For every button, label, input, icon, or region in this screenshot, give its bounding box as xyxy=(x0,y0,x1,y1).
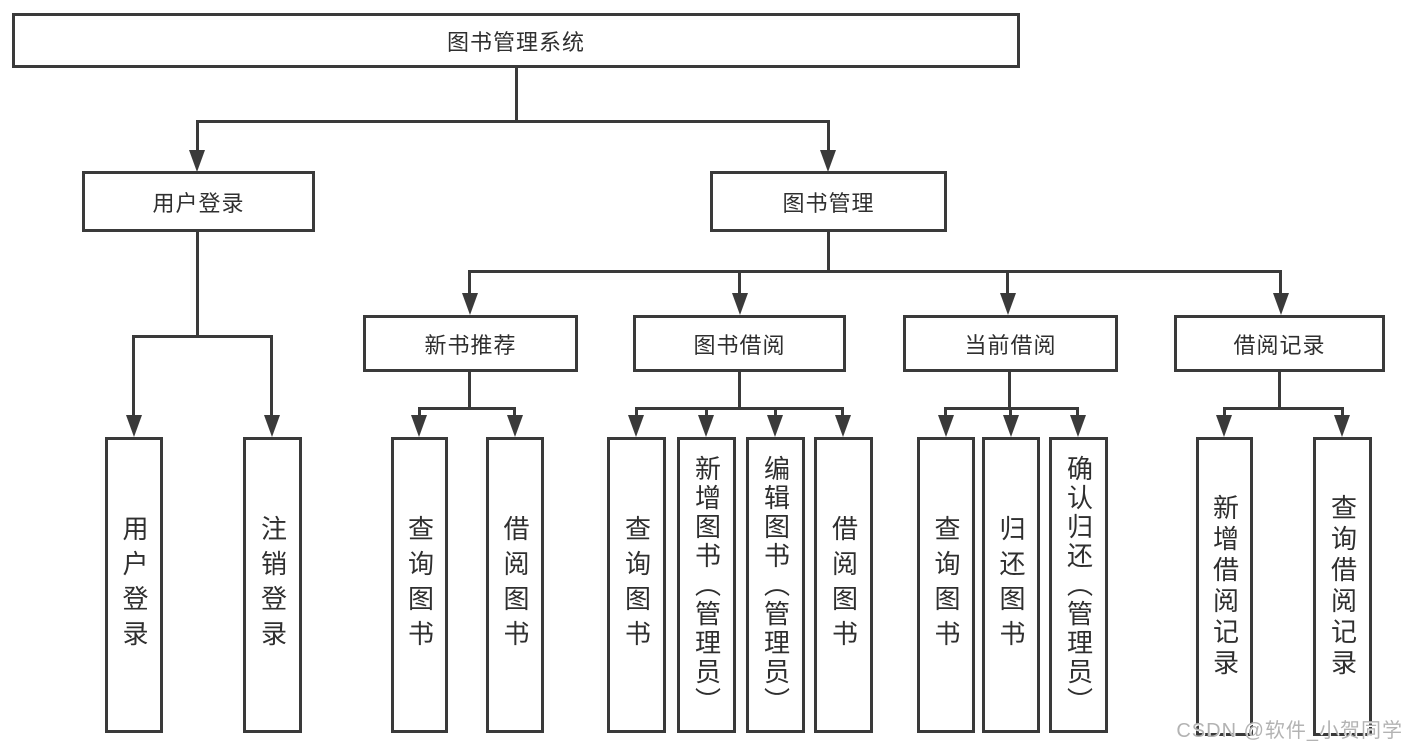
connector-drop xyxy=(705,407,708,417)
connector-drop xyxy=(738,270,741,294)
connector-user-login-stub xyxy=(196,232,199,335)
leaf-query-books-borrowing: 查询图书 xyxy=(607,437,666,733)
connector-drop xyxy=(1279,270,1282,294)
node-label: 查询图书 xyxy=(404,515,435,655)
node-label: 归还图书 xyxy=(996,515,1026,655)
leaf-borrow-books-recommend: 借阅图书 xyxy=(486,437,544,733)
connector-rail xyxy=(636,407,844,410)
node-label: 注销登录 xyxy=(257,515,288,655)
node-borrowing-records: 借阅记录 xyxy=(1174,315,1385,372)
leaf-query-books-current: 查询图书 xyxy=(917,437,975,733)
arrow-down-icon xyxy=(1273,293,1289,315)
connector-stub xyxy=(1278,372,1281,407)
csdn-watermark: CSDN @软件_小贺同学 xyxy=(1176,720,1403,742)
node-label: 借阅图书 xyxy=(500,515,530,655)
connector-drop xyxy=(418,407,421,417)
leaf-confirm-return-admin: 确认归还（管理员） xyxy=(1049,437,1108,733)
node-label: 图书借阅 xyxy=(693,332,786,358)
connector-drop xyxy=(513,407,516,417)
connector-stub xyxy=(1008,372,1011,407)
arrow-down-icon xyxy=(1216,415,1232,437)
arrow-down-icon xyxy=(462,293,478,315)
connector-drop xyxy=(1009,407,1012,417)
node-label: 查询图书 xyxy=(931,515,961,655)
leaf-return-books: 归还图书 xyxy=(982,437,1040,733)
node-label: 新书推荐 xyxy=(424,332,517,358)
connector-book-mgmt-stub xyxy=(827,232,830,270)
arrow-down-icon xyxy=(938,415,954,437)
arrow-down-icon xyxy=(1003,415,1019,437)
node-label: 用户登录 xyxy=(119,515,149,655)
connector-drop xyxy=(132,335,135,415)
connector-drop xyxy=(774,407,777,417)
connector-drop xyxy=(635,407,638,417)
arrow-down-icon xyxy=(126,415,142,437)
connector-root-stub xyxy=(515,68,518,120)
node-label: 确认归还（管理员） xyxy=(1063,454,1094,716)
arrow-down-icon xyxy=(698,415,714,437)
node-label: 编辑图书（管理员） xyxy=(760,454,791,716)
node-label: 借阅记录 xyxy=(1233,332,1326,358)
node-new-book-recommend: 新书推荐 xyxy=(363,315,578,372)
node-user-login: 用户登录 xyxy=(82,171,315,232)
arrow-down-icon xyxy=(628,415,644,437)
node-label: 图书管理 xyxy=(782,190,875,216)
arrow-down-icon xyxy=(767,415,783,437)
connector-stub xyxy=(468,372,471,407)
node-library-management-system: 图书管理系统 xyxy=(12,13,1020,68)
node-label: 用户登录 xyxy=(152,190,245,216)
arrow-down-icon xyxy=(1334,415,1350,437)
connector-drop xyxy=(827,120,830,151)
arrow-down-icon xyxy=(820,150,836,172)
connector-drop xyxy=(270,335,273,415)
leaf-logout: 注销登录 xyxy=(243,437,302,733)
connector-drop xyxy=(841,407,844,417)
leaf-query-books-recommend: 查询图书 xyxy=(391,437,448,733)
leaf-add-borrow-record: 新增借阅记录 xyxy=(1196,437,1253,736)
node-label: 当前借阅 xyxy=(964,332,1057,358)
leaf-query-borrow-record: 查询借阅记录 xyxy=(1313,437,1372,736)
node-current-borrowing: 当前借阅 xyxy=(903,315,1118,372)
leaf-borrow-books: 借阅图书 xyxy=(814,437,873,733)
node-label: 新增借阅记录 xyxy=(1209,493,1240,680)
connector-drop xyxy=(944,407,947,417)
connector-drop xyxy=(1076,407,1079,417)
node-label: 查询借阅记录 xyxy=(1327,493,1358,680)
connector-rail xyxy=(946,407,1078,410)
node-book-management: 图书管理 xyxy=(710,171,947,232)
connector-drop xyxy=(1341,407,1344,417)
connector-level2-rail xyxy=(197,120,829,123)
connector-rail xyxy=(1224,407,1342,410)
node-label: 借阅图书 xyxy=(828,515,859,655)
connector-user-login-rail xyxy=(134,335,272,338)
connector-stub xyxy=(738,372,741,407)
arrow-down-icon xyxy=(1070,415,1086,437)
arrow-down-icon xyxy=(507,415,523,437)
node-label: 图书管理系统 xyxy=(446,29,585,55)
node-label: 新增图书（管理员） xyxy=(691,454,722,716)
connector-drop xyxy=(196,120,199,151)
connector-drop xyxy=(1223,407,1226,417)
leaf-user-login: 用户登录 xyxy=(105,437,163,733)
arrow-down-icon xyxy=(264,415,280,437)
leaf-add-books-admin: 新增图书（管理员） xyxy=(677,437,736,733)
arrow-down-icon xyxy=(732,293,748,315)
leaf-edit-books-admin: 编辑图书（管理员） xyxy=(746,437,805,733)
arrow-down-icon xyxy=(411,415,427,437)
node-book-borrowing: 图书借阅 xyxy=(633,315,846,372)
connector-level3-rail xyxy=(470,270,1281,273)
connector-drop xyxy=(468,270,471,294)
connector-drop xyxy=(1006,270,1009,294)
connector-rail xyxy=(419,407,515,410)
node-label: 查询图书 xyxy=(621,515,652,655)
arrow-down-icon xyxy=(1000,293,1016,315)
arrow-down-icon xyxy=(189,150,205,172)
arrow-down-icon xyxy=(835,415,851,437)
